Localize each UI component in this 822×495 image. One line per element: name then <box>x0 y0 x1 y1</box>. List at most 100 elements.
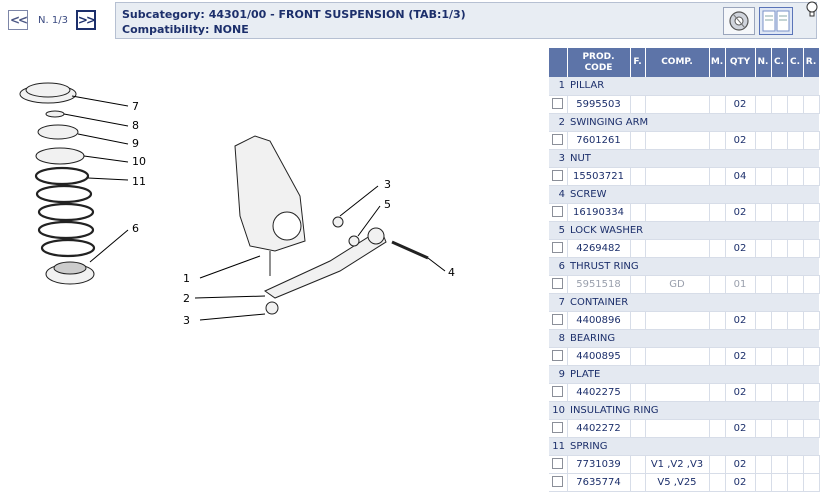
part-row[interactable]: 4402275 02 <box>549 383 820 402</box>
row-checkbox[interactable] <box>552 242 564 254</box>
c2-cell <box>787 311 804 330</box>
row-select-cell[interactable] <box>549 383 568 402</box>
group-number: 10 <box>549 401 567 420</box>
label-2: 2 <box>183 292 190 305</box>
group-name: PILLAR <box>567 77 819 96</box>
exploded-parts-drawing: 7 8 9 10 11 6 3 5 4 1 2 3 <box>19 82 455 327</box>
group-name: NUT <box>567 149 819 168</box>
group-number: 4 <box>549 185 567 204</box>
row-checkbox[interactable] <box>552 134 564 146</box>
n-cell <box>755 419 772 438</box>
prev-page-button[interactable]: << <box>8 10 28 30</box>
row-select-cell[interactable] <box>549 419 568 438</box>
c1-cell <box>771 383 788 402</box>
row-select-cell[interactable] <box>549 311 568 330</box>
m-cell <box>709 203 726 222</box>
row-select-cell[interactable] <box>549 239 568 258</box>
row-checkbox[interactable] <box>552 98 564 110</box>
m-cell <box>709 455 726 474</box>
compatibility-line: Compatibility:NONE <box>122 23 249 36</box>
row-select-cell[interactable] <box>549 203 568 222</box>
qty-cell: 02 <box>725 383 756 402</box>
c1-cell <box>771 95 788 114</box>
row-checkbox[interactable] <box>552 170 564 182</box>
row-checkbox[interactable] <box>552 206 564 218</box>
c1-cell <box>771 275 788 294</box>
group-name: CONTAINER <box>567 293 819 312</box>
group-number: 1 <box>549 77 567 96</box>
c2-cell <box>787 239 804 258</box>
row-select-cell[interactable] <box>549 275 568 294</box>
row-checkbox[interactable] <box>552 278 564 290</box>
prod-code: 4402275 <box>567 383 631 402</box>
group-number: 8 <box>549 329 567 348</box>
n-cell <box>755 167 772 186</box>
row-select-cell[interactable] <box>549 131 568 150</box>
row-select-cell[interactable] <box>549 473 568 492</box>
row-checkbox[interactable] <box>552 422 564 434</box>
f-cell <box>630 239 646 258</box>
prod-code: 5995503 <box>567 95 631 114</box>
c1-cell <box>771 131 788 150</box>
n-cell <box>755 311 772 330</box>
r-cell <box>803 131 820 150</box>
r-cell <box>803 455 820 474</box>
thumbnail-icon[interactable] <box>759 7 793 35</box>
header-prod-code: PROD. CODE <box>567 48 631 77</box>
c1-cell <box>771 347 788 366</box>
zoom-wheel-icon[interactable] <box>723 7 755 35</box>
r-cell <box>803 239 820 258</box>
part-spring <box>34 166 96 258</box>
n-cell <box>755 275 772 294</box>
part-lock-washer <box>348 235 360 247</box>
row-select-cell[interactable] <box>549 167 568 186</box>
label-10: 10 <box>132 155 146 168</box>
comp-cell <box>645 239 710 258</box>
row-checkbox[interactable] <box>552 458 564 470</box>
row-checkbox[interactable] <box>552 350 564 362</box>
prod-code: 16190334 <box>567 203 631 222</box>
row-select-cell[interactable] <box>549 347 568 366</box>
row-checkbox[interactable] <box>552 386 564 398</box>
c1-cell <box>771 311 788 330</box>
lightbulb-icon[interactable] <box>803 0 821 18</box>
label-3-upper: 3 <box>384 178 391 191</box>
part-nut-lower <box>265 301 279 315</box>
header-n: N. <box>755 48 772 77</box>
row-select-cell[interactable] <box>549 95 568 114</box>
row-select-cell[interactable] <box>549 455 568 474</box>
row-checkbox[interactable] <box>552 314 564 326</box>
comp-cell <box>645 203 710 222</box>
group-number: 3 <box>549 149 567 168</box>
group-name: BEARING <box>567 329 819 348</box>
next-page-button[interactable]: >> <box>75 10 96 30</box>
header-c2: C. <box>787 48 804 77</box>
header-check <box>549 48 568 77</box>
table-header-row: PROD. CODE F. COMP. M. QTY N. C. C. R. <box>549 48 820 77</box>
label-9: 9 <box>132 137 139 150</box>
r-cell <box>803 167 820 186</box>
f-cell <box>630 473 646 492</box>
row-checkbox[interactable] <box>552 476 564 488</box>
group-number: 7 <box>549 293 567 312</box>
part-plate <box>37 124 79 140</box>
header-r: R. <box>803 48 820 77</box>
group-number: 5 <box>549 221 567 240</box>
qty-cell: 01 <box>725 275 756 294</box>
